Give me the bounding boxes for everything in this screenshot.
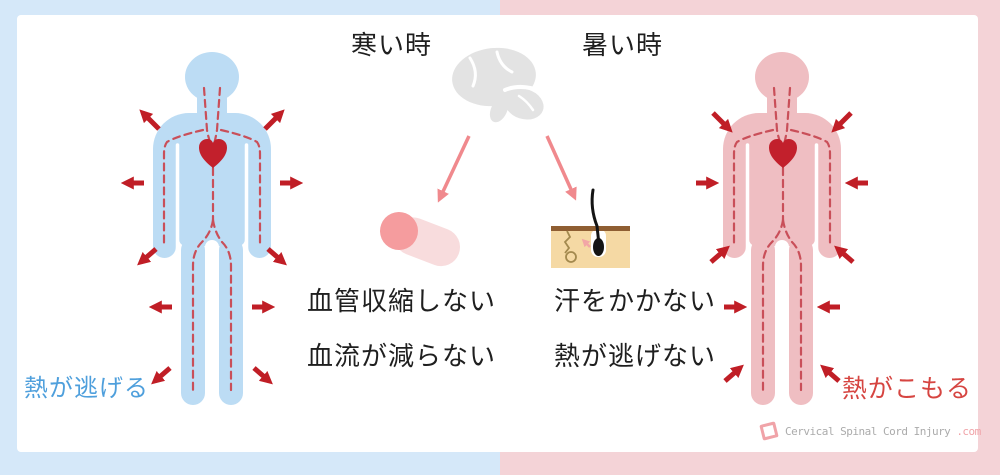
blood-vessel-dashed-lines [732,86,832,392]
heart-icon [199,139,227,168]
figure-right-leg [219,238,243,405]
site-tld: .com [956,424,981,438]
brain-icon [452,47,544,123]
site-watermark: Cervical Spinal Cord Injury .com [759,421,981,441]
skin-sweat-gland-icon [551,188,630,268]
brain-signal-arrow-left [437,135,471,203]
sweat-gland-coil [565,251,577,263]
sweat-gland [563,230,572,254]
hot-body-figure [696,52,868,405]
hair-follicle [593,238,604,256]
figure-left-leg [751,238,775,405]
hot-result-label: 熱がこもる [842,374,973,403]
heat-escaping-arrows [120,109,304,385]
heat-trapped-arrows [696,111,868,383]
crotch-notch [205,240,219,256]
gland-signal-arrow [581,238,591,248]
figure-torso [749,134,815,246]
figure-torso [179,134,245,246]
cold-condition-label: 寒い時 [351,31,433,61]
figure-head [755,52,809,102]
hot-finding-1: 汗をかかない [554,287,717,317]
crotch-notch [775,240,789,256]
site-logo-icon [759,421,779,441]
hair [590,188,600,242]
cold-finding-2: 血流が減らない [307,342,497,372]
figure-head [185,52,239,102]
blood-vessel-dashed-lines [162,86,262,392]
hot-condition-label: 暑い時 [582,31,664,61]
site-name: Cervical Spinal Cord Injury [785,424,951,438]
brain-signal-arrow-right [545,135,577,201]
cold-result-label: 熱が逃げる [24,374,149,402]
cold-body-figure [120,52,304,405]
dilated-blood-vessel-icon [380,212,461,267]
cold-finding-1: 血管収縮しない [307,287,497,317]
heart-icon [769,139,797,168]
hot-finding-2: 熱が逃げない [554,342,717,372]
figure-left-leg [181,238,205,405]
figure-right-leg [789,238,813,405]
